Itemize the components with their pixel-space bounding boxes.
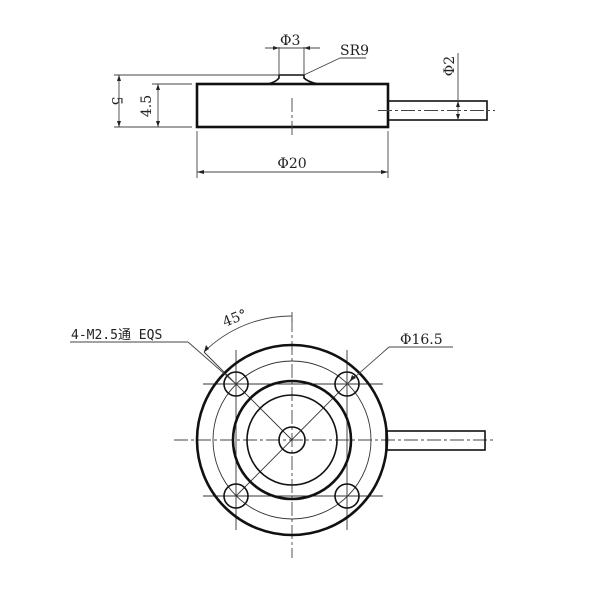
- arrow-icon: [117, 75, 121, 81]
- arrow-icon: [456, 101, 460, 107]
- arrow-icon: [156, 84, 160, 90]
- bolt-hole: [334, 371, 360, 397]
- sr9-leader: [303, 57, 341, 76]
- total-height-label: 5: [108, 97, 124, 106]
- body-diameter-label: Φ20: [277, 156, 306, 172]
- sphere-radius-label: SR9: [340, 43, 369, 59]
- inner-ring-circle: [231, 379, 353, 501]
- arrow-icon: [456, 114, 460, 120]
- outer-flange-circle: [195, 343, 389, 537]
- bolt-hole: [334, 483, 360, 509]
- cable-plan-outline: [385, 430, 486, 451]
- arrow-icon: [304, 46, 310, 50]
- inner-recess-circle: [246, 394, 338, 486]
- thread-leader: [187, 341, 237, 385]
- arrow-icon: [156, 121, 160, 127]
- arrow-icon: [381, 170, 388, 174]
- arrow-icon: [117, 121, 121, 127]
- sensor-body-outline: [195, 82, 390, 129]
- arrow-icon: [197, 170, 204, 174]
- diagonal-line: [235, 374, 357, 497]
- bolt-hole: [223, 483, 249, 509]
- arrow-icon: [350, 375, 356, 381]
- arrow-icon: [204, 345, 209, 352]
- button-diameter-label: Φ3: [280, 33, 300, 49]
- bolt-circle: [212, 360, 372, 520]
- bolt-hole: [223, 371, 249, 397]
- side-view: Φ3 SR9 5 4.5 Φ20 Φ2: [108, 33, 495, 178]
- arrow-icon: [273, 46, 279, 50]
- cable-diameter-label: Φ2: [442, 56, 458, 76]
- plan-view: 45° 4-M2.5通 EQS Φ16.5: [70, 307, 495, 558]
- angle-label: 45°: [221, 307, 250, 331]
- load-button-outline: [267, 74, 319, 85]
- thread-callout-label: 4-M2.5通 EQS: [71, 328, 162, 343]
- body-height-label: 4.5: [139, 95, 155, 117]
- diagonal-line: [203, 351, 293, 441]
- angle-arc: [203, 315, 293, 353]
- center-hole-circle: [278, 426, 306, 454]
- bolt-circle-diameter-label: Φ16.5: [400, 332, 443, 348]
